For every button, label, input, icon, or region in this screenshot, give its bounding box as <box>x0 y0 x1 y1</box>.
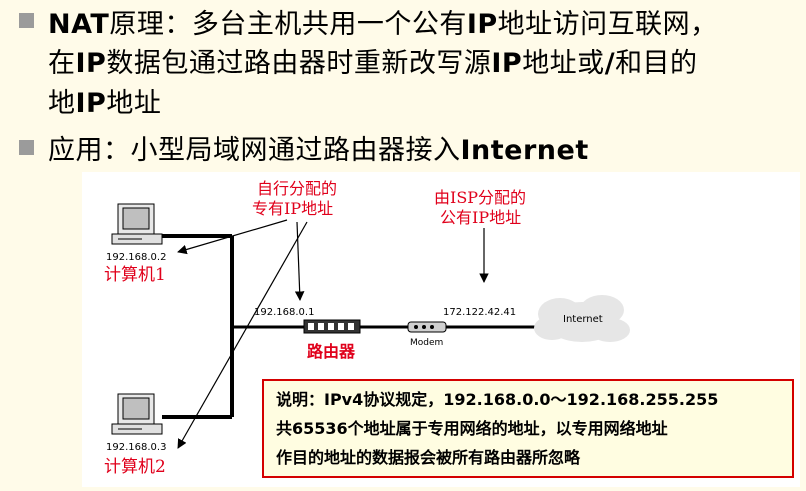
text-segment: 应用：小型局域网通过路由器接入 <box>48 135 461 166</box>
private-ip-label-1: 自行分配的 <box>257 179 337 198</box>
application-line: 应用：小型局域网通过路由器接入Internet <box>48 128 589 167</box>
text-segment: 地址或 <box>522 48 605 79</box>
text-segment: IP <box>75 88 107 119</box>
text-segment: Internet <box>460 135 589 166</box>
computer-2-icon <box>111 393 163 435</box>
cloud-label: Internet <box>563 314 603 325</box>
internet-cloud-icon <box>534 295 630 342</box>
public-ip-label-2: 公有IP地址 <box>440 208 521 227</box>
modem-icon <box>407 321 447 333</box>
router-lan-ip: 192.168.0.1 <box>254 307 314 318</box>
note-line-3: 作目的地址的数据报会被所有路由器所忽略 <box>276 448 581 467</box>
pc1-ip: 192.168.0.2 <box>106 252 166 263</box>
private-ip-label-2: 专有IP地址 <box>252 199 333 218</box>
router-wan-ip: 172.122.42.41 <box>443 307 516 318</box>
router-label: 路由器 <box>307 342 356 361</box>
text-segment: NAT <box>48 9 110 40</box>
public-ip-label-1: 由ISP分配的 <box>434 188 526 207</box>
note-line-1: 说明：IPv4协议规定，192.168.0.0～192.168.255.255 <box>276 390 719 409</box>
text-segment: IP <box>466 9 498 40</box>
modem-label: Modem <box>410 338 443 348</box>
text-segment: 地 <box>48 88 76 119</box>
nat-principle-line-2: 在IP数据包通过路由器时重新改写源IP地址或/和目的 <box>48 41 698 80</box>
router-icon <box>303 319 361 334</box>
text-segment: IP <box>75 48 107 79</box>
pc1-name: 计算机1 <box>104 265 166 285</box>
nat-principle-line-1: NAT原理：多台主机共用一个公有IP地址访问互联网， <box>48 2 718 41</box>
note-line-2: 共65536个地址属于专用网络的地址，以专用网络地址 <box>276 419 668 438</box>
text-segment: 地址访问互联网， <box>497 9 718 40</box>
text-segment: IP <box>491 48 523 79</box>
note-box: 说明：IPv4协议规定，192.168.0.0～192.168.255.255 … <box>262 379 794 478</box>
bullet-marker-2 <box>19 140 34 155</box>
nat-principle-line-3: 地IP地址 <box>48 81 161 120</box>
annotation-arrows <box>177 219 489 449</box>
bullet-marker-1 <box>19 13 34 28</box>
text-segment: 在 <box>48 48 76 79</box>
text-segment: 地址 <box>106 88 162 119</box>
text-segment: 和目的 <box>615 48 698 79</box>
text-segment: 原理：多台主机共用一个公有 <box>109 9 467 40</box>
text-segment: / <box>604 48 616 79</box>
text-segment: 数据包通过路由器时重新改写源 <box>106 48 492 79</box>
pc2-ip: 192.168.0.3 <box>106 442 166 453</box>
pc2-name: 计算机2 <box>104 457 166 477</box>
computer-1-icon <box>111 203 163 245</box>
